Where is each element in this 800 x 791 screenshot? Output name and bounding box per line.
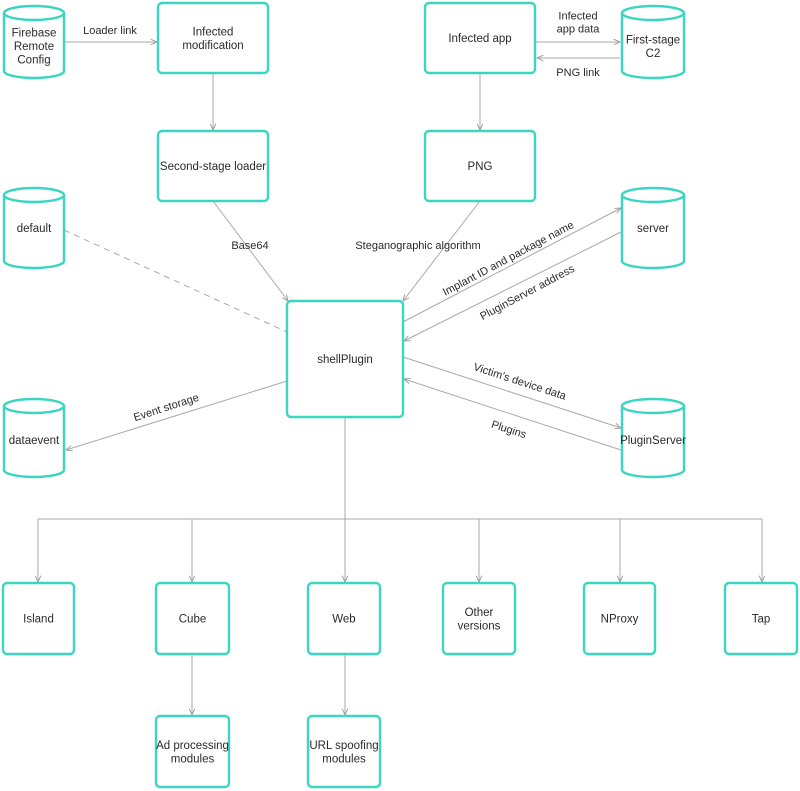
- node-default: default: [2, 186, 66, 270]
- edge-shellplugin-to-pluginserver: [402, 356, 621, 428]
- edge-label-implant-id: Implant ID and package name: [441, 219, 576, 298]
- svg-text:dataevent: dataevent: [9, 435, 60, 447]
- edge-pluginserver-to-shellplugin: [404, 379, 622, 451]
- edge-label-stego: Steganographic algorithm: [355, 240, 480, 252]
- edge-label-event-storage: Event storage: [132, 392, 200, 424]
- svg-text:Implant ID and package name: Implant ID and package name: [441, 219, 576, 298]
- node-server: server: [620, 186, 686, 270]
- svg-text:Steganographic algorithm: Steganographic algorithm: [355, 240, 480, 252]
- svg-text:Loader link: Loader link: [83, 25, 137, 37]
- svg-text:Island: Island: [23, 614, 54, 626]
- svg-text:NProxy: NProxy: [601, 614, 639, 626]
- edge-shellplugin-to-dataevent: [66, 380, 288, 450]
- edge-default-to-shellplugin: [63, 229, 288, 333]
- node-island: Island: [1, 581, 76, 656]
- node-second-stage: Second-stage loader: [156, 129, 270, 203]
- node-tap: Tap: [723, 581, 799, 656]
- edge-shellplugin-to-server: [402, 208, 621, 323]
- svg-text:PNG: PNG: [468, 161, 493, 173]
- svg-text:server: server: [637, 223, 669, 235]
- node-nproxy: NProxy: [582, 581, 657, 656]
- svg-text:Plugins: Plugins: [490, 419, 528, 442]
- edge-second-stage-to-shellplugin: [212, 200, 288, 301]
- node-dataevent: dataevent: [2, 397, 66, 479]
- node-shellplugin: shellPlugin: [285, 299, 405, 419]
- svg-text:Infected app: Infected app: [448, 33, 511, 45]
- edge-label-victim-data: Victim's device data: [472, 361, 568, 403]
- svg-text:PNG link: PNG link: [556, 67, 600, 79]
- svg-text:Second-stage loader: Second-stage loader: [160, 161, 266, 173]
- edge-label-loader-link: Loader link: [83, 25, 137, 37]
- node-pluginserver: PluginServer: [620, 397, 686, 479]
- svg-text:Web: Web: [332, 614, 355, 626]
- edge-server-to-shellplugin: [404, 231, 622, 341]
- edge-png-to-shellplugin: [403, 200, 481, 301]
- svg-text:Victim's device data: Victim's device data: [472, 361, 568, 403]
- svg-text:Cube: Cube: [179, 614, 207, 626]
- svg-text:PluginServer: PluginServer: [620, 435, 686, 447]
- node-cube: Cube: [154, 581, 231, 656]
- svg-text:shellPlugin: shellPlugin: [317, 354, 373, 366]
- edge-label-png-link: PNG link: [556, 67, 600, 79]
- svg-text:Tap: Tap: [752, 614, 771, 626]
- node-web: Web: [306, 581, 382, 656]
- edge-label-base64: Base64: [231, 240, 268, 252]
- node-infected-app: Infected app: [423, 1, 537, 75]
- node-png: PNG: [423, 129, 537, 203]
- edges: [38, 42, 762, 715]
- svg-text:Base64: Base64: [231, 240, 268, 252]
- edge-label-plugins: Plugins: [490, 419, 528, 442]
- svg-text:Event storage: Event storage: [132, 392, 200, 424]
- svg-text:default: default: [17, 223, 52, 235]
